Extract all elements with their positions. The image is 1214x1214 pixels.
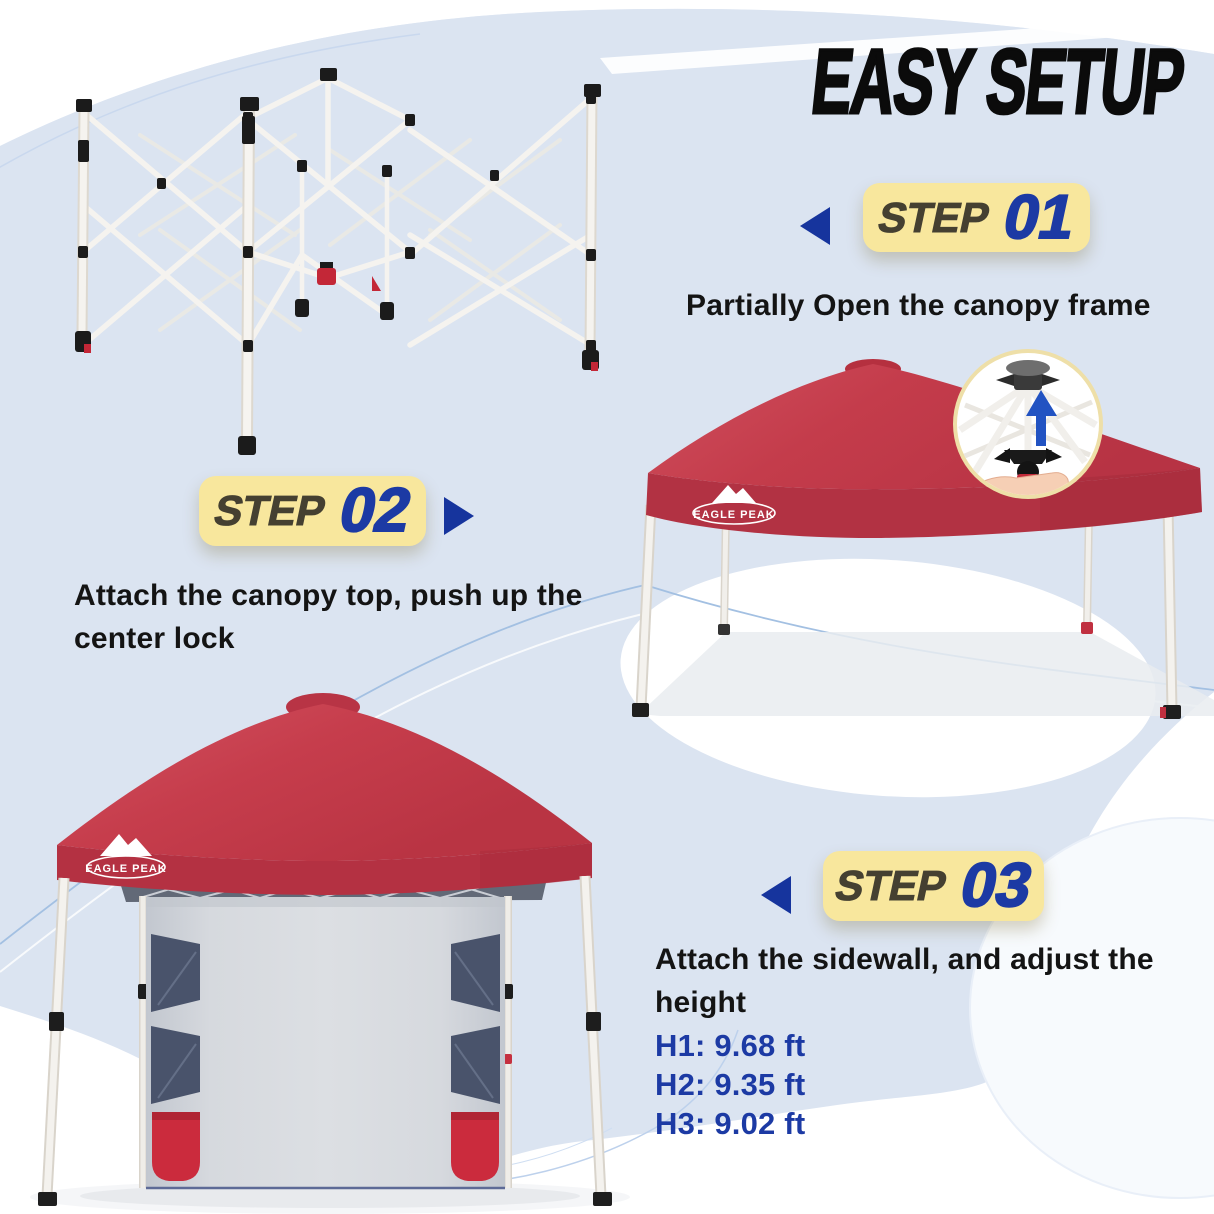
height-adjuster-left xyxy=(49,1012,64,1031)
mountain-logo-icon xyxy=(100,834,152,856)
step3-description: Attach the sidewall, and adjust the heig… xyxy=(655,943,1154,1019)
step3-label: STEP xyxy=(831,862,952,910)
sidewall-front-legs xyxy=(38,875,612,1206)
step2-arrow-right-icon xyxy=(444,497,474,535)
sidewall-valance xyxy=(57,843,592,895)
step2-description: Attach the canopy top, push up the cente… xyxy=(74,579,583,655)
canopy-valance-shade xyxy=(1040,468,1202,531)
step1-arrow-left-icon xyxy=(800,207,830,245)
sidewall-roof xyxy=(57,704,592,861)
mountain-logo-icon xyxy=(712,485,756,503)
sidewall-frame-poles xyxy=(138,896,513,1188)
canopy-tent-illustration: EAGLE PEAK xyxy=(632,349,1214,719)
background-arc-top-left xyxy=(0,33,421,169)
height-h1: H1: 9.68 ft xyxy=(655,1028,806,1063)
frame-joints xyxy=(76,68,601,352)
page-title: EASY SETUP xyxy=(806,30,1189,134)
step3-number: 03 xyxy=(954,850,1040,921)
center-lock-inset xyxy=(953,349,1103,499)
inset-top-hub xyxy=(996,360,1060,390)
pocket-right xyxy=(451,1112,499,1181)
height-h3: H3: 9.02 ft xyxy=(655,1106,806,1141)
canopy-back-legs xyxy=(718,509,1093,635)
brand-logo-text: EAGLE PEAK xyxy=(85,863,167,875)
step2-badge: STEP 02 xyxy=(199,475,426,546)
step1-badge: STEP 01 xyxy=(863,182,1090,253)
frame-feet xyxy=(75,299,599,455)
pocket-left xyxy=(152,1112,200,1181)
collapsed-frame-illustration xyxy=(75,68,601,455)
step2-number: 02 xyxy=(333,475,419,546)
logo-oval xyxy=(692,501,776,525)
height-list: H1: 9.68 ft H2: 9.35 ft H3: 9.02 ft xyxy=(655,1026,805,1143)
frame-center-lock xyxy=(317,262,381,291)
arrow-up-icon xyxy=(1026,390,1057,446)
sidewall-canopy-top xyxy=(57,693,592,895)
frame-front-braces xyxy=(80,75,594,348)
step2-label: STEP xyxy=(210,487,331,535)
canopy-ground-shadow xyxy=(639,632,1214,716)
sidewall-tent-illustration: EAGLE PEAK xyxy=(30,693,630,1214)
sidewall-brand-logo: EAGLE PEAK xyxy=(85,834,167,879)
window-left-upper xyxy=(151,934,200,1012)
step1-label: STEP xyxy=(874,193,995,241)
step3-arrow-left-icon xyxy=(761,876,791,914)
sidewall-panel xyxy=(146,897,505,1190)
window-right-upper xyxy=(451,934,500,1012)
step3-badge: STEP 03 xyxy=(823,850,1044,921)
step1-description: Partially Open the canopy frame xyxy=(686,289,1151,322)
height-adjuster-right xyxy=(586,1012,601,1031)
sidewall-pockets xyxy=(152,1112,499,1181)
background-top-streak xyxy=(600,16,1214,74)
canopy-front-legs xyxy=(632,504,1181,719)
step1-number: 01 xyxy=(997,182,1083,253)
brand-logo: EAGLE PEAK xyxy=(692,485,776,525)
window-right-lower xyxy=(451,1026,500,1104)
sidewall-valance-shade xyxy=(480,843,592,888)
brand-logo-text: EAGLE PEAK xyxy=(693,509,775,521)
sidewall-windows xyxy=(151,934,500,1104)
sidewall-ground-shadow-core xyxy=(80,1184,580,1208)
window-left-lower xyxy=(151,1026,200,1104)
logo-oval xyxy=(86,855,166,879)
window-mesh-streaks xyxy=(157,951,494,1099)
height-h2: H2: 9.35 ft xyxy=(655,1067,806,1102)
